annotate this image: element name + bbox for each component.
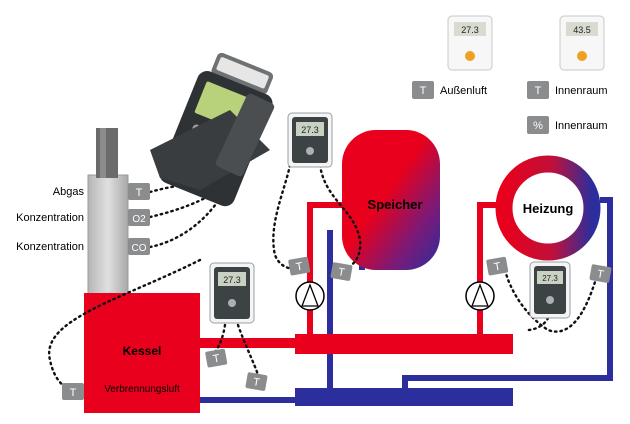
svg-text:T: T (493, 261, 502, 274)
svg-text:%: % (533, 120, 543, 132)
svg-text:T: T (596, 268, 605, 281)
kessel-label: Kessel (123, 344, 162, 358)
legend-indoor-temp: T Innenraum (527, 81, 608, 99)
pump-heizung (465, 281, 495, 311)
hot-manifold (295, 334, 513, 354)
svg-text:T: T (420, 85, 427, 97)
cold-pipes (200, 197, 613, 403)
heizung-label: Heizung (523, 201, 574, 216)
kessel-boiler: Kessel Verbrennungsluft (84, 293, 200, 413)
chimney (87, 128, 129, 296)
kessel-hot-connector (200, 338, 295, 348)
badge-heizung-flow: T (486, 256, 509, 276)
svg-text:O2: O2 (132, 214, 146, 225)
svg-text:27.3: 27.3 (542, 274, 558, 283)
badge-kessel-return: T (245, 372, 268, 391)
cold-manifold (295, 388, 513, 406)
svg-text:T: T (136, 187, 143, 199)
badge-speicher-flow: T (288, 256, 311, 276)
heizung-radiator: Heizung (495, 155, 601, 261)
legend-indoor-humidity: % Innenraum (527, 116, 608, 134)
speicher-tank: Speicher (342, 130, 440, 270)
svg-text:27.3: 27.3 (461, 25, 479, 35)
badge-kessel-flow: T (205, 348, 228, 368)
badge-heizung-return: T (589, 264, 612, 283)
badge-speicher-return: T (330, 262, 353, 281)
badge-co: CO (128, 238, 150, 255)
chimney-measurements: Abgas Konzentration Konzentration T O2 C… (16, 183, 150, 255)
svg-text:Außenluft: Außenluft (440, 85, 487, 97)
legend-logger-indoor: 43.5 (559, 15, 605, 71)
pipe-temp-badges: T T T T T T (205, 256, 612, 391)
svg-text:T: T (252, 376, 261, 389)
badge-o2: O2 (128, 209, 150, 226)
svg-text:T: T (295, 261, 304, 274)
logger-kessel: 27.3 (209, 262, 255, 324)
svg-text:T: T (535, 85, 542, 97)
speicher-label: Speicher (368, 197, 423, 212)
svg-text:Innenraum: Innenraum (555, 85, 608, 97)
pump-speicher (295, 281, 325, 311)
badge-verbrennungsluft: T (62, 383, 84, 400)
svg-text:T: T (337, 266, 346, 279)
svg-text:T: T (212, 353, 221, 366)
legend-logger-outdoor: 27.3 (447, 15, 493, 71)
svg-text:43.5: 43.5 (573, 25, 591, 35)
chimney-label-abgas: Abgas (53, 186, 85, 198)
chimney-label-o2: Konzentration (16, 212, 84, 224)
svg-text:27.3: 27.3 (223, 275, 241, 285)
svg-text:27.3: 27.3 (301, 125, 319, 135)
legend-outdoor-air: T Außenluft (412, 81, 487, 99)
legend: 27.3 43.5 T Außenluft T Innenraum % Inne… (412, 15, 608, 134)
badge-abgas-temp: T (128, 183, 150, 200)
svg-text:Innenraum: Innenraum (555, 120, 608, 132)
verbrennungsluft-label: Verbrennungsluft (104, 384, 180, 395)
svg-text:CO: CO (132, 243, 147, 254)
svg-text:T: T (70, 387, 77, 399)
logger-heizung: 27.3 (529, 261, 571, 319)
flue-gas-analyzer: testo (150, 52, 275, 207)
logger-speicher: 27.3 (287, 112, 333, 168)
chimney-label-co: Konzentration (16, 241, 84, 253)
